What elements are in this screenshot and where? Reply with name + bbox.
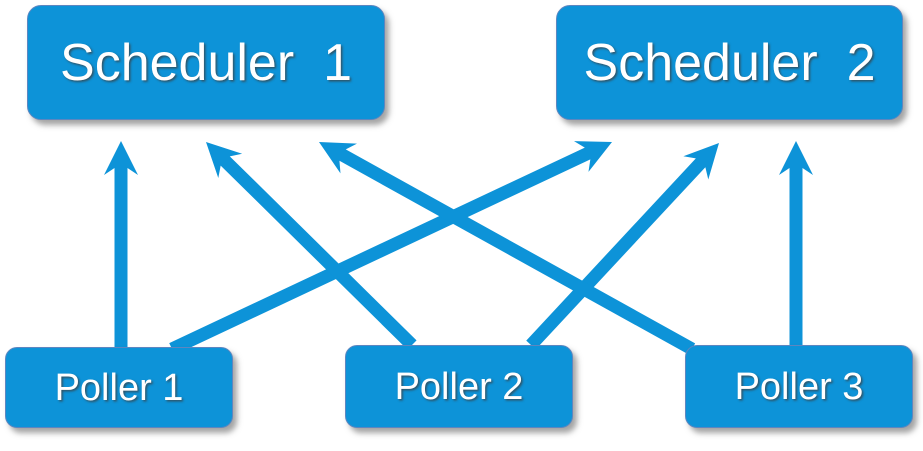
connection-arrow-poller-1-to-scheduler-1 (104, 141, 138, 347)
node-poller-3[interactable]: Poller 3 (685, 345, 913, 428)
node-poller-2[interactable]: Poller 2 (345, 345, 573, 428)
connection-arrow-poller-3-to-scheduler-1 (319, 142, 696, 355)
node-scheduler-2-label: Scheduler 2 (583, 33, 876, 92)
node-poller-1-label: Poller 1 (54, 366, 184, 409)
node-scheduler-1-label: Scheduler 1 (60, 33, 352, 92)
node-poller-2-label: Poller 2 (394, 365, 524, 408)
node-scheduler-2[interactable]: Scheduler 2 (556, 5, 903, 120)
node-scheduler-1[interactable]: Scheduler 1 (27, 5, 385, 120)
connection-arrow-poller-2-to-scheduler-2 (526, 143, 719, 350)
node-poller-1[interactable]: Poller 1 (5, 347, 233, 428)
connection-arrow-poller-1-to-scheduler-2 (169, 141, 613, 355)
connection-arrow-poller-2-to-scheduler-1 (206, 142, 417, 350)
connection-arrow-poller-3-to-scheduler-2 (779, 141, 813, 345)
node-poller-3-label: Poller 3 (734, 365, 864, 408)
